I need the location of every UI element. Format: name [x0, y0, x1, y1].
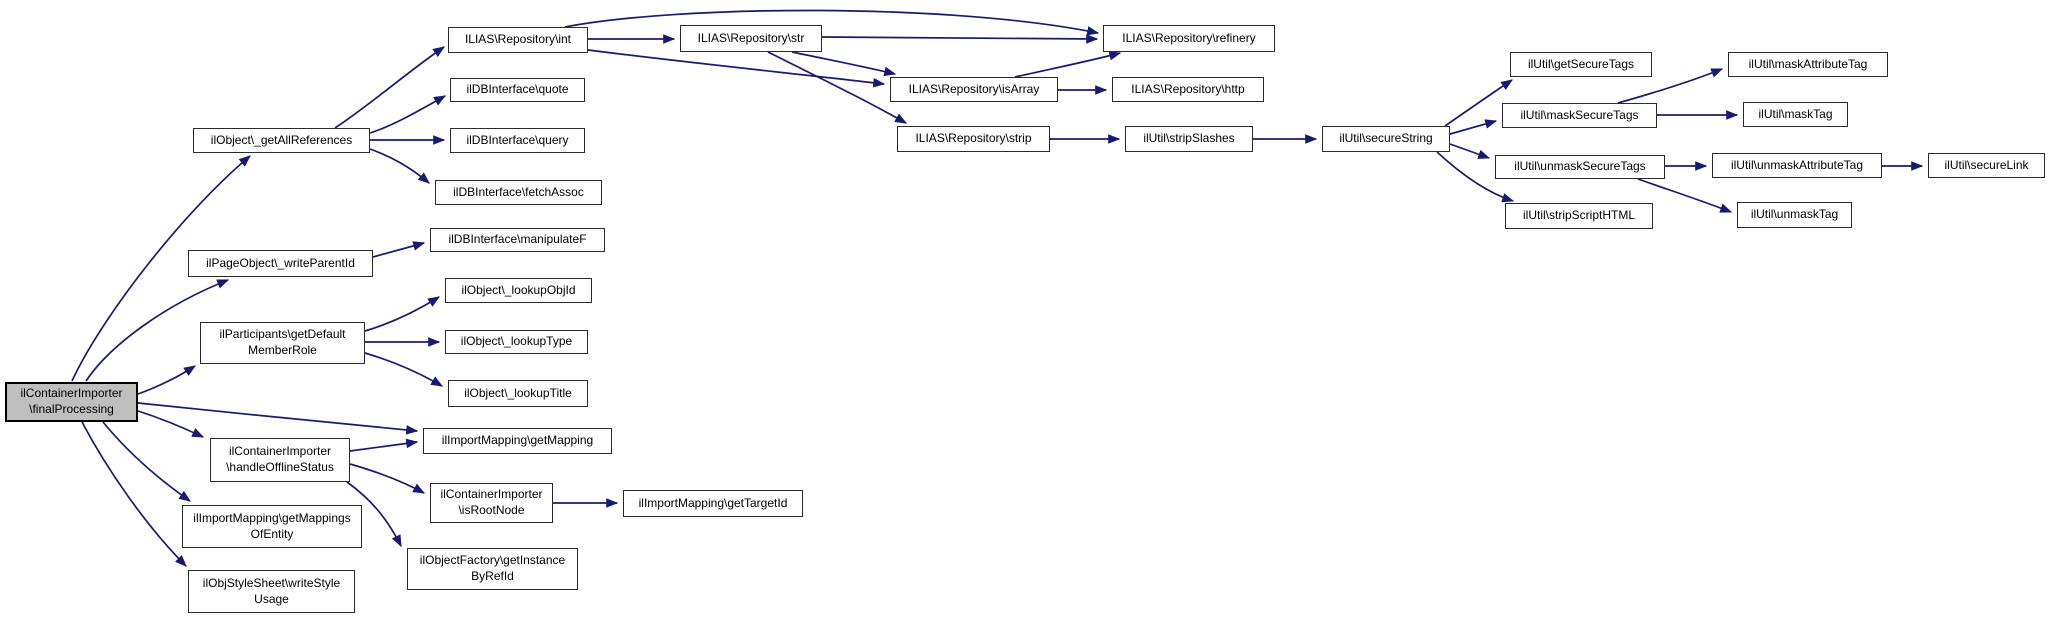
- node-db-fetch-assoc[interactable]: ilDBInterface\fetchAssoc: [435, 180, 602, 205]
- node-label: ilUtil\unmaskTag: [1750, 207, 1839, 222]
- node-get-secure-tags[interactable]: ilUtil\getSecureTags: [1510, 52, 1652, 77]
- node-handle-offline-status[interactable]: ilContainerImporter \handleOfflineStatus: [210, 438, 350, 482]
- node-secure-link[interactable]: ilUtil\secureLink: [1928, 153, 2045, 178]
- node-label: ilContainerImporter: [20, 386, 123, 401]
- node-label: ilObject\_lookupTitle: [464, 385, 572, 400]
- node-repository-refinery[interactable]: ILIAS\Repository\refinery: [1103, 25, 1275, 52]
- node-label: ilUtil\stripSlashes: [1143, 131, 1235, 146]
- node-label: ilObjStyleSheet\writeStyle: [202, 575, 341, 590]
- node-label: \isRootNode: [458, 503, 525, 517]
- edge-getdefaultmemberrole-lookuptitle: [364, 352, 444, 387]
- node-label: ilUtil\getSecureTags: [1527, 56, 1635, 71]
- node-secure-string[interactable]: ilUtil\secureString: [1322, 126, 1450, 152]
- node-lookup-type[interactable]: ilObject\_lookupType: [445, 330, 588, 354]
- node-label: ilUtil\maskSecureTags: [1520, 107, 1639, 122]
- node-repository-str[interactable]: ILIAS\Repository\str: [680, 25, 822, 52]
- node-mask-tag[interactable]: ilUtil\maskTag: [1743, 102, 1848, 127]
- node-label: ILIAS\Repository\strip: [915, 131, 1032, 146]
- node-label: \handleOfflineStatus: [226, 460, 334, 474]
- edge-handleofflinestatus-isrootnode: [349, 463, 426, 494]
- edge-finalprocessing-getmapping: [137, 402, 419, 435]
- node-label: ilDBInterface\query: [466, 132, 569, 147]
- node-label: ILIAS\Repository\str: [697, 30, 805, 45]
- node-label: ilUtil\secureString: [1339, 131, 1433, 146]
- node-db-manipulate-f[interactable]: ilDBInterface\manipulateF: [430, 228, 605, 252]
- edge-finalprocessing-getdefaultmemberrole: [137, 365, 197, 395]
- node-label: Usage: [254, 591, 289, 606]
- node-label: ilParticipants\getDefault: [219, 327, 346, 342]
- node-strip-script-html[interactable]: ilUtil\stripScriptHTML: [1505, 203, 1653, 229]
- edge-securestring-masksecuretags: [1449, 119, 1498, 135]
- node-db-query[interactable]: ilDBInterface\query: [450, 128, 585, 153]
- node-repository-is-array[interactable]: ILIAS\Repository\isArray: [890, 77, 1058, 102]
- edge-repoint-isarray: [587, 49, 886, 88]
- node-label: ilContainerImporter: [228, 444, 332, 459]
- node-label: ilDBInterface\manipulateF: [448, 232, 587, 247]
- node-label: ByRefId: [471, 569, 514, 583]
- node-get-default-member-role[interactable]: ilParticipants\getDefault MemberRole: [200, 322, 365, 364]
- node-label: ilContainerImporter: [440, 487, 543, 502]
- edge-repostr-refinery: [821, 34, 1099, 44]
- edge-getallreferences-fetchassoc: [369, 148, 430, 184]
- edge-repostr-isarray: [791, 51, 897, 77]
- node-write-parent-id[interactable]: ilPageObject\_writeParentId: [188, 250, 373, 277]
- node-final-processing: ilContainerImporter \finalProcessing: [5, 382, 138, 422]
- node-label: ilObject\_getAllReferences: [210, 132, 353, 147]
- node-strip-slashes[interactable]: ilUtil\stripSlashes: [1125, 126, 1253, 152]
- node-write-style-usage[interactable]: ilObjStyleSheet\writeStyle Usage: [188, 570, 355, 613]
- edge-finalprocessing-writestyleusage: [81, 421, 187, 567]
- node-get-instance-by-ref-id[interactable]: ilObjectFactory\getInstance ByRefId: [407, 548, 578, 590]
- edge-getallreferences-quote: [369, 95, 447, 134]
- node-get-mappings-of-entity[interactable]: ilImportMapping\getMappings OfEntity: [182, 505, 362, 548]
- node-label: ilUtil\unmaskSecureTags: [1514, 159, 1646, 174]
- node-mask-attribute-tag[interactable]: ilUtil\maskAttributeTag: [1728, 52, 1888, 77]
- node-unmask-secure-tags[interactable]: ilUtil\unmaskSecureTags: [1495, 155, 1665, 179]
- node-label: \finalProcessing: [29, 402, 114, 416]
- node-label: ilUtil\maskTag: [1758, 106, 1833, 121]
- node-unmask-attribute-tag[interactable]: ilUtil\unmaskAttributeTag: [1712, 153, 1882, 178]
- node-label: ilUtil\stripScriptHTML: [1522, 208, 1635, 223]
- node-get-all-references[interactable]: ilObject\_getAllReferences: [193, 128, 370, 153]
- node-label: ilObject\_lookupType: [460, 334, 573, 349]
- node-label: ilObjectFactory\getInstance: [419, 553, 566, 568]
- node-lookup-obj-id[interactable]: ilObject\_lookupObjId: [445, 278, 592, 303]
- node-label: ilImportMapping\getTargetId: [638, 495, 788, 510]
- edge-getdefaultmemberrole-lookupobjid: [364, 296, 441, 332]
- edge-isarray-refinery: [1014, 51, 1122, 78]
- edge-repoint-refinery: [564, 9, 1100, 36]
- node-repository-int[interactable]: ILIAS\Repository\int: [448, 27, 588, 53]
- node-is-root-node[interactable]: ilContainerImporter \isRootNode: [430, 483, 553, 523]
- node-db-quote[interactable]: ilDBInterface\quote: [450, 78, 585, 102]
- edge-handleofflinestatus-getmapping: [349, 438, 419, 452]
- node-unmask-tag[interactable]: ilUtil\unmaskTag: [1737, 202, 1852, 228]
- edge-finalprocessing-handleofflinestatus: [137, 410, 205, 438]
- node-label: ilUtil\secureLink: [1944, 157, 2029, 172]
- node-get-target-id[interactable]: ilImportMapping\getTargetId: [623, 490, 803, 517]
- node-label: OfEntity: [250, 526, 294, 541]
- node-label: ilImportMapping\getMapping: [441, 433, 594, 448]
- node-label: ILIAS\Repository\isArray: [908, 81, 1040, 96]
- edge-securestring-unmasksecuretags: [1449, 143, 1491, 159]
- node-label: ilImportMapping\getMappings: [193, 510, 351, 525]
- node-label: ILIAS\Repository\refinery: [1122, 30, 1256, 45]
- node-label: ILIAS\Repository\int: [464, 32, 572, 47]
- node-get-mapping[interactable]: ilImportMapping\getMapping: [423, 428, 612, 454]
- node-label: ilDBInterface\quote: [466, 82, 569, 97]
- edge-finalprocessing-getmappingsofentity: [102, 421, 191, 502]
- node-label: ilObject\_lookupObjId: [461, 282, 576, 297]
- edge-repostr-strip: [767, 51, 908, 124]
- node-label: MemberRole: [248, 343, 317, 357]
- edge-writeparentid-manipulatef: [372, 241, 426, 258]
- node-repository-strip[interactable]: ILIAS\Repository\strip: [897, 126, 1050, 152]
- node-repository-http[interactable]: ILIAS\Repository\http: [1112, 77, 1264, 102]
- edge-getallreferences-repoint: [334, 46, 445, 129]
- node-label: ilUtil\unmaskAttributeTag: [1730, 157, 1864, 172]
- node-mask-secure-tags[interactable]: ilUtil\maskSecureTags: [1502, 103, 1657, 128]
- node-lookup-title[interactable]: ilObject\_lookupTitle: [448, 380, 588, 407]
- node-label: ilUtil\maskAttributeTag: [1748, 56, 1868, 71]
- node-label: ilPageObject\_writeParentId: [206, 255, 355, 270]
- node-label: ILIAS\Repository\http: [1131, 81, 1245, 96]
- node-label: ilDBInterface\fetchAssoc: [453, 184, 584, 199]
